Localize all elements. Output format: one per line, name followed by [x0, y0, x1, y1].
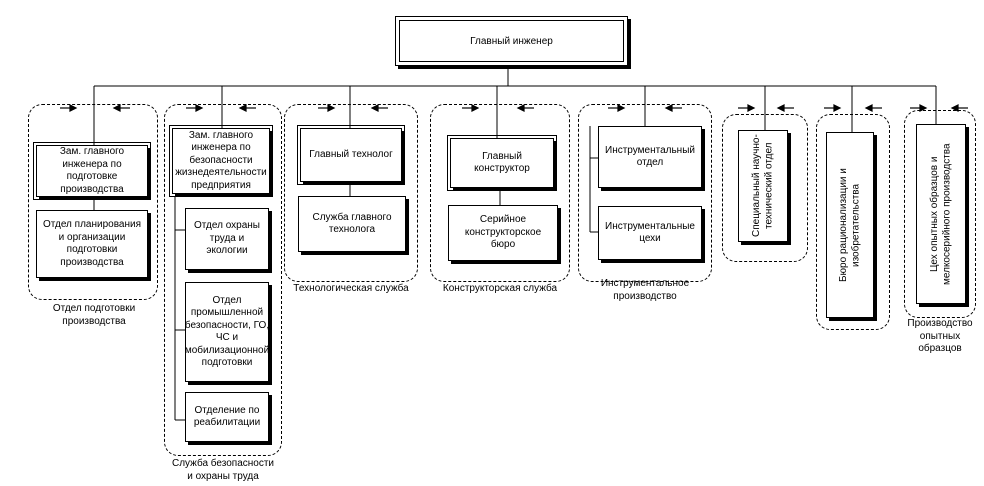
group-safety-caption: Служба безопасности и охраны труда [171, 458, 275, 482]
planning-dept-box: Отдел планирования и организации подгото… [36, 210, 148, 278]
industrial-safety-box: Отдел промышленной безопасности, ГО, ЧС … [185, 282, 269, 382]
group-bureau [816, 114, 890, 330]
planning-dept-label: Отдел планирования и организации подгото… [42, 219, 142, 268]
group-technology [284, 104, 418, 282]
group-prototype-caption: Производство опытных образцов [907, 318, 973, 354]
rehabilitation-label: Отделение по реабилитации [193, 404, 261, 429]
industrial-safety-label: Отдел промышленной безопасности, ГО, ЧС … [184, 294, 270, 369]
prototype-shop-box: Цех опытных образцов и мелкосерийного пр… [916, 124, 966, 304]
deputy-prep-box: Зам. главного инженера по подготовке про… [33, 142, 151, 200]
design-bureau-box: Серийное конструкторское бюро [448, 205, 558, 261]
prototype-shop-label: Цех опытных образцов и мелкосерийного пр… [928, 143, 953, 285]
labor-protection-label: Отдел охраны труда и экологии [194, 220, 260, 257]
technologist-service-label: Служба главного технолога [312, 211, 392, 236]
group-tool-caption: Инструментальное производство [600, 278, 690, 302]
chief-engineer-box: Главный инженер [395, 16, 628, 66]
group-prod-prep-caption: Отдел подготовки производства [52, 303, 136, 327]
deputy-safety-label: Зам. главного инженера по безопасности ж… [175, 129, 267, 191]
chief-engineer-label: Главный инженер [470, 35, 553, 47]
sci-tech-dept-box: Специальный научно-технический отдел [738, 130, 788, 242]
tool-dept-label: Инструментальный отдел [605, 144, 695, 169]
group-production-preparation [28, 104, 158, 300]
bureau-label: Бюро рационализации и изобретательства [837, 168, 862, 282]
group-tool-production [578, 104, 712, 282]
deputy-safety-box: Зам. главного инженера по безопасности ж… [169, 125, 273, 197]
rehabilitation-box: Отделение по реабилитации [185, 392, 269, 442]
chief-designer-label: Главный конструктор [474, 150, 530, 175]
group-sci-tech [722, 114, 808, 262]
deputy-prep-label: Зам. главного инженера по подготовке про… [59, 146, 125, 195]
tool-dept-box: Инструментальный отдел [598, 126, 702, 188]
chief-designer-box: Главный конструктор [447, 135, 557, 191]
group-safety [164, 104, 282, 456]
labor-protection-box: Отдел охраны труда и экологии [185, 208, 269, 270]
group-prototype [904, 110, 976, 318]
technologist-service-box: Служба главного технолога [298, 196, 406, 252]
tool-shops-label: Инструментальные цехи [605, 220, 695, 245]
tool-shops-box: Инструментальные цехи [598, 206, 702, 260]
group-design [430, 104, 570, 282]
group-design-caption: Конструкторская служба [442, 283, 558, 294]
bureau-box: Бюро рационализации и изобретательства [826, 132, 874, 318]
design-bureau-label: Серийное конструкторское бюро [464, 214, 542, 251]
sci-tech-dept-label: Специальный научно-технический отдел [750, 134, 775, 238]
group-tech-caption: Технологическая служба [293, 283, 409, 294]
chief-technologist-label: Главный технолог [309, 148, 393, 160]
chief-technologist-box: Главный технолог [297, 125, 405, 185]
